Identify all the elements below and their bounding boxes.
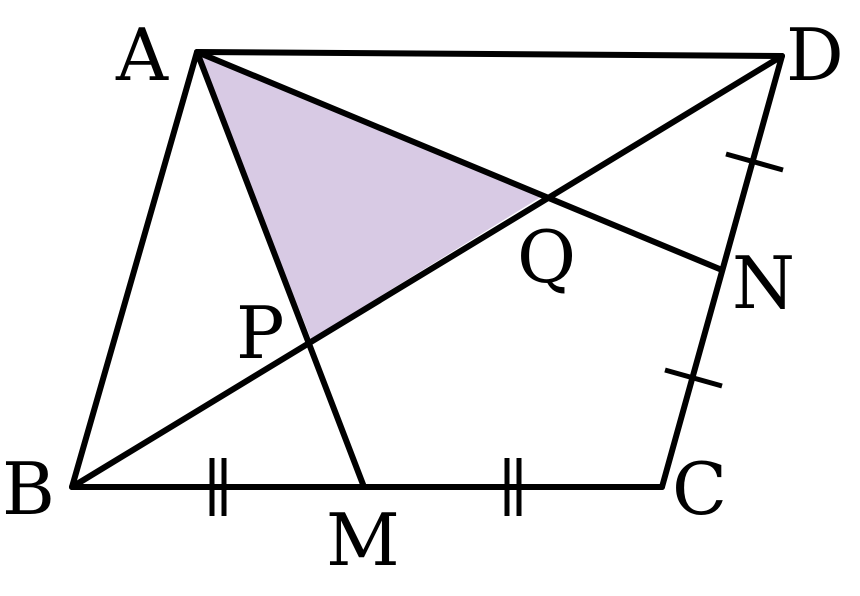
label-m: M bbox=[326, 498, 400, 582]
side-ad bbox=[194, 49, 785, 59]
label-p: P bbox=[236, 291, 284, 375]
segment-bd bbox=[69, 53, 785, 490]
label-q: Q bbox=[517, 215, 576, 299]
side-ab bbox=[69, 49, 200, 490]
double-tick-bm bbox=[209, 458, 227, 516]
double-tick-mc bbox=[504, 458, 522, 516]
label-a: A bbox=[115, 13, 169, 97]
label-b: B bbox=[2, 447, 55, 531]
tick-cn bbox=[664, 367, 723, 389]
tick-nd bbox=[725, 151, 784, 173]
label-n: N bbox=[732, 241, 795, 325]
segment-am bbox=[194, 49, 367, 490]
label-d: D bbox=[786, 13, 844, 97]
segment-an bbox=[194, 49, 725, 273]
shaded-triangle-apq bbox=[197, 52, 544, 339]
label-c: C bbox=[672, 447, 727, 531]
